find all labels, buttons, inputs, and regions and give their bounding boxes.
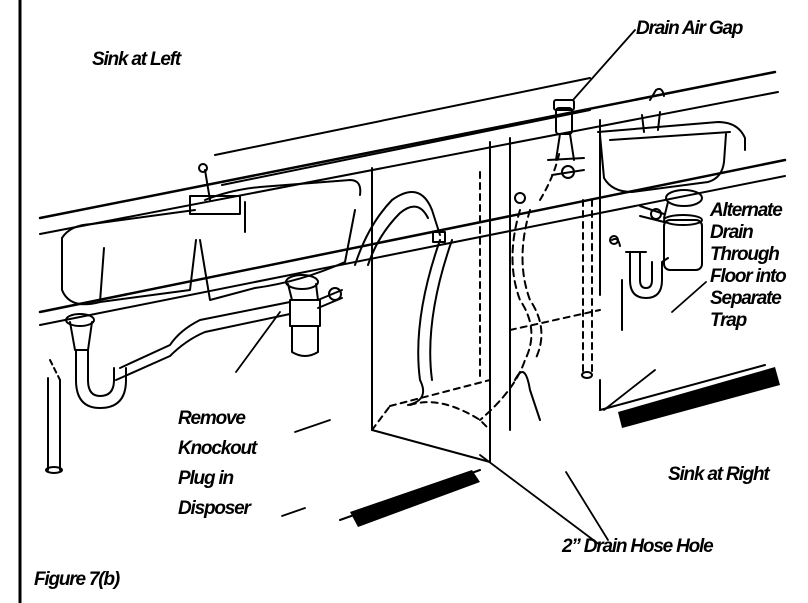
alternate-drain-line-3: Through [710,244,780,265]
knockout-leader-2 [294,419,331,433]
left-cabinet [339,141,491,527]
separate-trap-leader [603,369,656,411]
alternate-drain-line-6: Trap [710,310,747,331]
alternate-drain-leader [671,281,707,313]
left-sink [61,163,362,357]
sink-left-label: Sink at Left [92,49,181,70]
drain-air-gap [547,99,585,179]
drain-hose-hole-label: 2” Drain Hose Hole [562,536,714,557]
knockout-leader [235,311,281,373]
left-p-trap [45,301,291,474]
alternate-drain-line-5: Separate [710,288,782,309]
hose-hole-leader-left [479,454,601,546]
drain-air-gap-label: Drain Air Gap [636,18,743,39]
remove-knockout-line-1: Remove [178,408,246,429]
disposer-leader [281,507,306,517]
hose-hole-leader-right [565,471,609,541]
leader-lines [235,29,707,546]
remove-knockout-line-4: Disposer [178,498,251,519]
alternate-drain-label: Alternate Drain Through Floor into Separ… [710,200,787,332]
sink-right-label: Sink at Right [668,464,770,485]
remove-knockout-label: Remove Knockout Plug in Disposer [178,404,257,524]
remove-knockout-line-2: Knockout [178,438,257,459]
air-gap-leader [572,29,636,101]
left-cabinet-shadow [350,470,480,527]
right-cabinet-shadow [618,367,780,428]
figure-caption: Figure 7(b) [34,569,120,590]
alternate-drain-line-4: Floor into [710,266,787,287]
right-sink [597,87,746,331]
remove-knockout-line-3: Plug in [178,468,234,489]
right-cabinet [509,119,780,431]
countertop-rails [38,70,787,326]
alternate-drain-line-1: Alternate [710,200,783,221]
alternate-drain-line-2: Drain [710,222,754,243]
